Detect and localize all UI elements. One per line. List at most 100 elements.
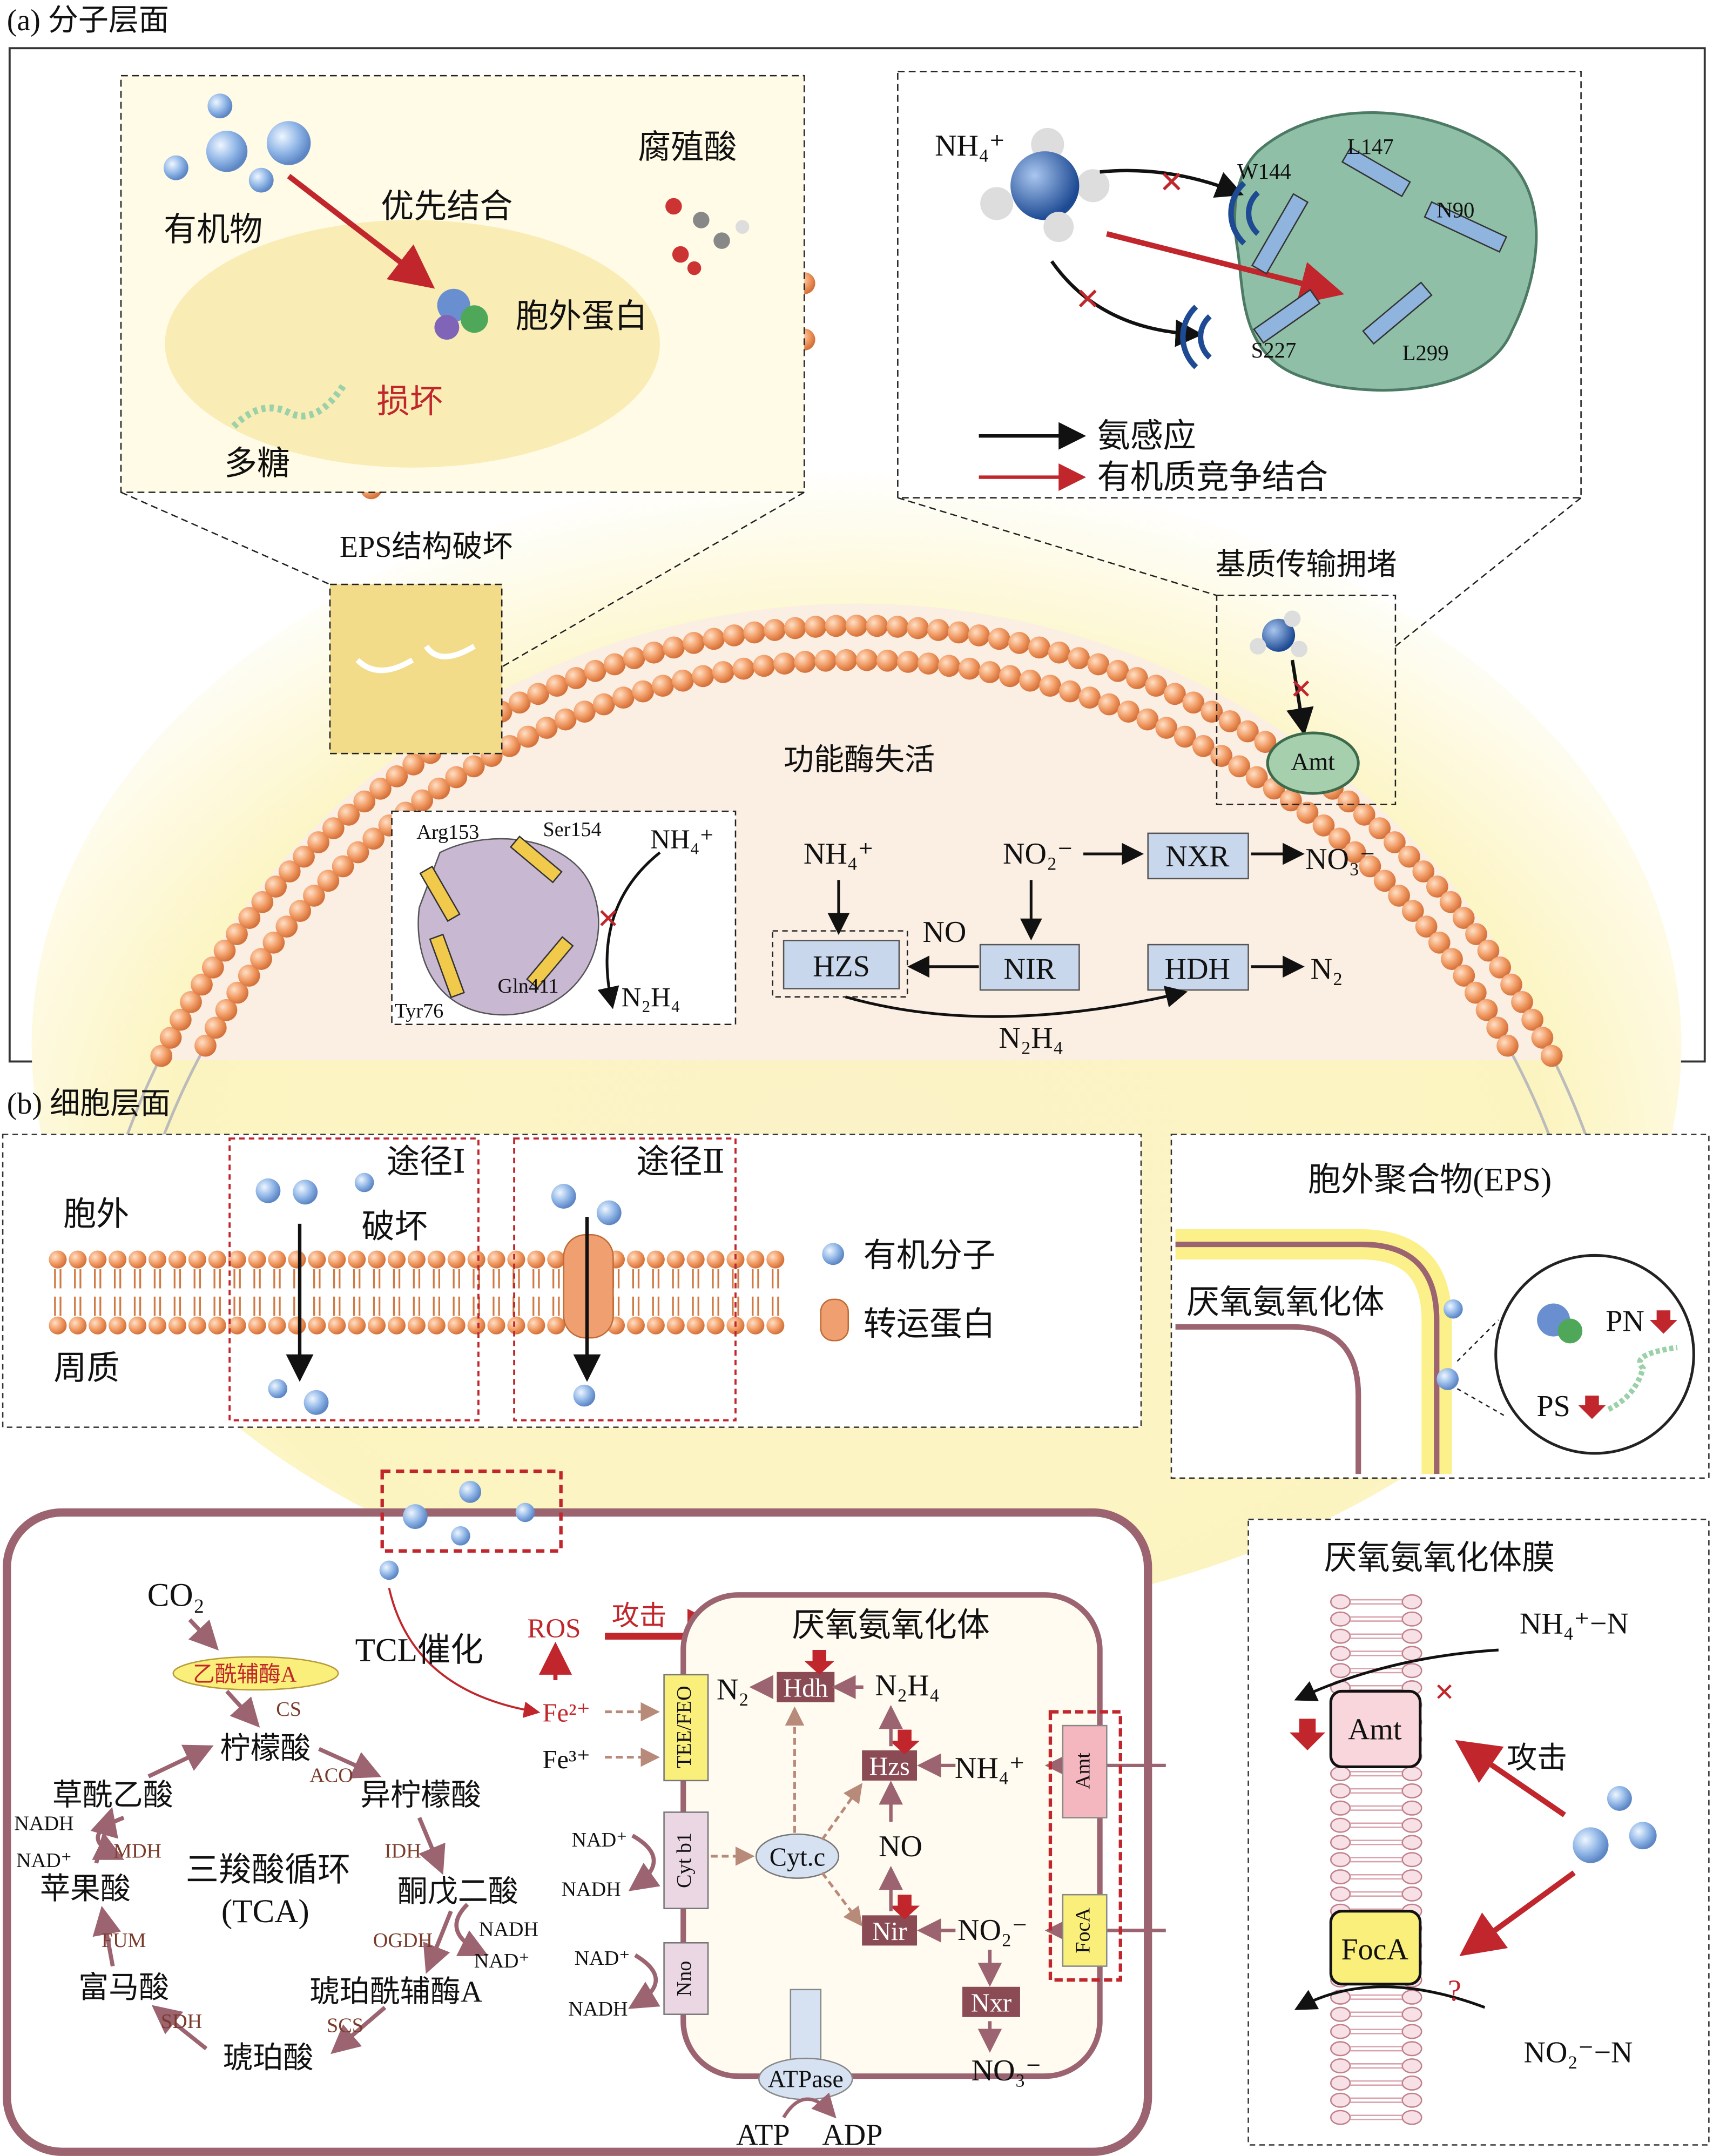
lipid-head [686,1316,705,1335]
lipid-head [927,619,949,641]
electron-transfer-arrows [711,1706,863,1927]
lipid-head [626,1250,645,1269]
lipid-head [180,991,202,1013]
enzyme-ogdh: OGDH [373,1929,433,1952]
nh4-transport-arrow [1294,1648,1499,1701]
label-nadh: NADH [562,1878,621,1901]
lipid-head [845,615,868,637]
lipid-head [1218,710,1241,732]
lipid-head [148,1250,167,1269]
label-ps: PS [1537,1390,1570,1423]
hdh-box [777,1672,835,1702]
lipid-head [732,657,755,680]
lipid-head [979,661,1001,683]
label-n2h4: N₂H₄ [999,1021,1063,1055]
lipid-head [988,628,1010,650]
label-route2: 途径Ⅱ [636,1144,725,1181]
lipid-head [427,1250,446,1269]
lipid-head [347,841,369,864]
legend-organic-icon [822,1243,845,1265]
amt-transporter-shape [1266,731,1360,795]
amt-channel [1329,1689,1422,1768]
lipid-head [1452,907,1475,929]
lipid-head [584,659,606,682]
cytc-ellipse [755,1833,840,1879]
label-nh4: NH₄⁺ [804,837,874,871]
lipid-head [1164,683,1186,705]
label-oxaloacetate: 草酰乙酸 [52,1779,173,1813]
lipid-head [201,956,224,979]
lipid-head [855,649,878,671]
atp-conversion-arrow [782,2092,837,2119]
lipid-head [1489,956,1512,979]
lipid-head [766,1250,785,1269]
label-pn: PN [1606,1304,1644,1338]
lipid-head [723,624,745,646]
lipid-head [643,641,665,664]
lipid-head [1254,731,1277,753]
lipid-head [428,777,450,800]
lipid-head [1388,885,1410,907]
lipid-head [498,735,521,757]
lipid-head [1087,653,1110,676]
lipid-head [517,725,539,748]
label-no2-n: NO₂⁻−N [1524,2036,1633,2070]
lipid-head [226,923,248,945]
transporter-dashed-box [1048,1710,1122,1982]
lipid-head [213,939,236,962]
lipid-head [603,653,626,676]
lipid-head [328,1316,346,1335]
label-hzs: HZS [813,950,870,983]
nxr-box [962,1986,1020,2017]
label-ros: ROS [527,1614,581,1644]
lipid-head [1019,669,1041,692]
lipid-head [623,647,645,669]
lipid-head [288,1250,306,1269]
hzs-box [783,940,900,989]
organic-molecules-icon [379,1480,535,1580]
lipid-head [427,1316,446,1335]
lipid-head [565,667,587,689]
label-malate: 苹果酸 [40,1872,131,1906]
lipid-head [1155,717,1178,739]
ps-decrease-arrow-icon [1578,1396,1606,1419]
block-mark: ✕ [1159,166,1184,200]
lipid-head [367,1250,386,1269]
lipid-head [1475,999,1498,1021]
lipid-head [1210,745,1233,767]
lipid-head [387,1316,406,1335]
block-mark: ✕ [597,905,620,935]
lipid-head [1337,790,1360,813]
lipid-head [288,1316,306,1335]
lipid-head [547,1316,565,1335]
label-transport-block: 基质传输拥堵 [1215,548,1397,582]
ammonium-molecule-icon [1250,610,1308,658]
lipid-head [1531,1026,1554,1049]
lipid-head [527,683,549,705]
lipid-head [794,651,816,673]
label-amt: Amt [1291,748,1335,776]
lipid-head [672,669,694,692]
residue-label: Gln411 [498,975,559,998]
lipid-head [666,1316,685,1335]
lipid-head [1401,900,1424,922]
lipid-head [1521,1008,1543,1031]
lipid-head [353,790,376,813]
label-cytc: Cyt.c [770,1843,825,1872]
block-mark: ✕ [1290,675,1313,705]
lipid-head [825,615,847,637]
label-nno: Nno [673,1961,696,1997]
residue-label: Arg153 [416,821,479,844]
no2-transport-arrow [1294,1985,1486,2010]
lipid-head [508,691,531,714]
enzyme-idh: IDH [385,1840,421,1862]
enzyme-fum: FUM [102,1929,146,1952]
nir-box [979,944,1080,991]
lipid-head [999,665,1021,688]
lipid-head [1477,939,1500,962]
lipid-head [666,1250,685,1269]
label-citrate: 柠檬酸 [220,1732,311,1766]
label-nh4: NH₄⁺ [935,129,1005,163]
organic-molecule [1437,1368,1459,1390]
eps-glow [165,220,660,468]
